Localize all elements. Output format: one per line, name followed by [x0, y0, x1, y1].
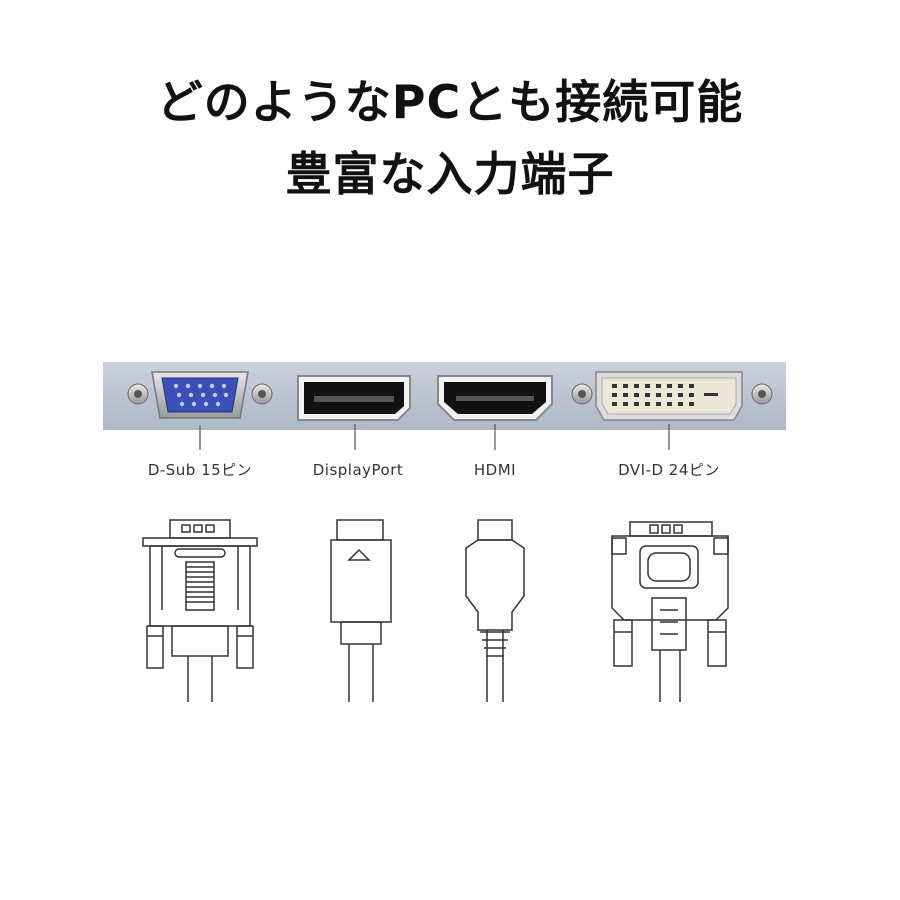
- dvi-pin: [656, 402, 661, 406]
- headline-line-1: どのようなPCとも接続可能: [156, 75, 744, 129]
- displayport-plug-icon: [330, 519, 392, 702]
- dvi-pin: [667, 393, 672, 397]
- dvi-pin: [667, 384, 672, 388]
- dvi-pin: [634, 384, 639, 388]
- dvi-pin: [645, 402, 650, 406]
- displayport-port-icon: [297, 375, 411, 421]
- dvi-pin: [689, 393, 694, 397]
- dvi-pin: [667, 402, 672, 406]
- dvi-pin: [656, 384, 661, 388]
- dvi-pin: [623, 402, 628, 406]
- hdmi-port-icon: [437, 375, 553, 421]
- port-label-dvi: DVI-D 24ピン: [618, 461, 720, 479]
- vga-port-icon: [127, 371, 273, 419]
- dvi-pin: [656, 393, 661, 397]
- dvi-port-icon: [571, 371, 773, 421]
- dvi-pin: [678, 393, 683, 397]
- dvi-pin: [623, 384, 628, 388]
- hdmi-plug-icon: [465, 519, 525, 702]
- port-label-dsub: D-Sub 15ピン: [148, 461, 252, 479]
- dvi-pin: [612, 384, 617, 388]
- dvi-pin: [689, 402, 694, 406]
- leader-lines: [199, 424, 670, 450]
- port-label-hdmi: HDMI: [474, 461, 516, 479]
- dvi-pin: [612, 402, 617, 406]
- dvi-pin: [612, 393, 617, 397]
- headline-line-2: 豊富な入力端子: [285, 147, 615, 201]
- dvi-pin: [634, 393, 639, 397]
- dvi-plug-icon: [611, 521, 729, 702]
- dvi-pin: [678, 384, 683, 388]
- dvi-pin: [678, 402, 683, 406]
- port-label-displayport: DisplayPort: [313, 461, 404, 479]
- dvi-pin: [689, 384, 694, 388]
- dvi-pin: [645, 384, 650, 388]
- dvi-pin: [634, 402, 639, 406]
- dvi-pin: [623, 393, 628, 397]
- vga-plug-icon: [142, 519, 258, 702]
- dvi-pin: [645, 393, 650, 397]
